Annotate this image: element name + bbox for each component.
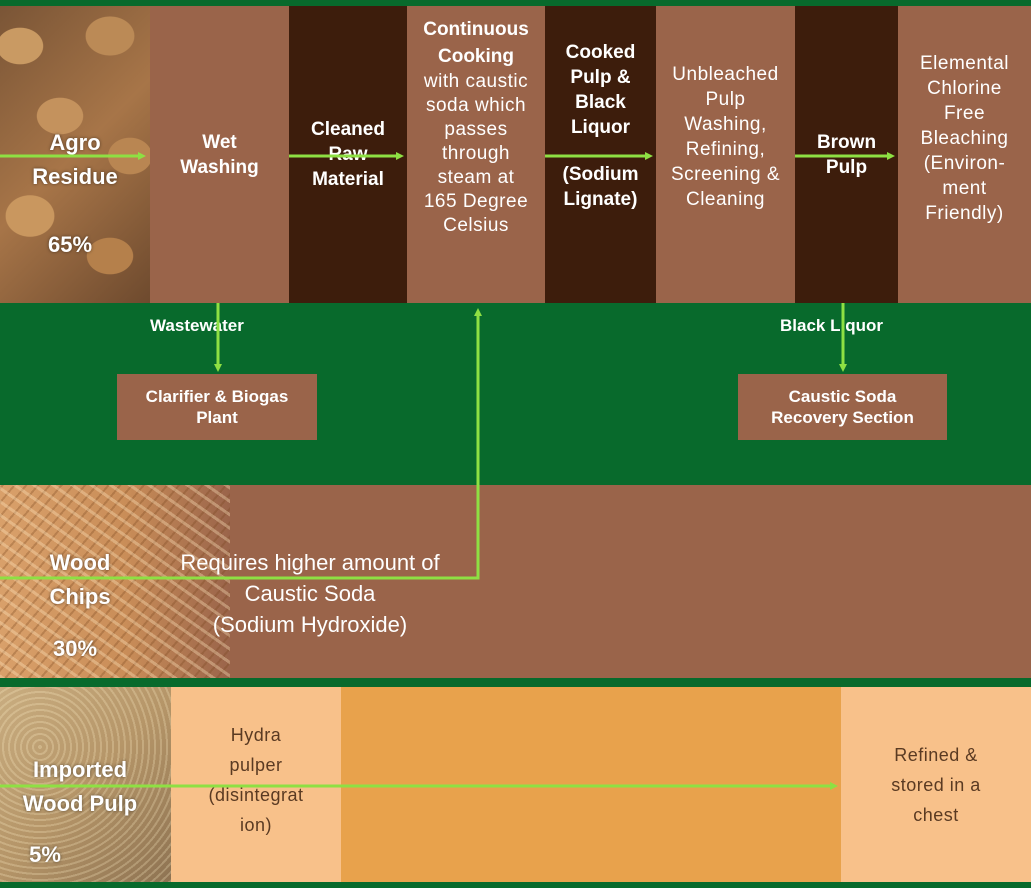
- ecf-bleaching-box: Elemental Chlorine Free Bleaching (Envir…: [898, 6, 1031, 303]
- wood-chips-label: Wood Chips: [49, 550, 111, 609]
- caustic-soda-recovery-box: Caustic Soda Recovery Section: [738, 374, 947, 440]
- wood-chips-photo: [0, 485, 230, 678]
- wastewater-label: Wastewater: [150, 316, 244, 335]
- refined-stored-box: Refined & stored in a chest: [841, 687, 1031, 882]
- wet-washing-box: Wet Washing: [150, 6, 289, 303]
- agro-residue-label: Agro Residue: [32, 130, 118, 189]
- arrow-wood-chips-to-cooking: [0, 308, 482, 580]
- continuous-cooking-box: Continuous Cooking with caustic soda whi…: [407, 6, 545, 303]
- continuous-cooking-title: Continuous Cooking: [423, 19, 529, 67]
- black-liquor-label: Black Liquor: [780, 316, 883, 335]
- wood-chips-note: Requires higher amount of Caustic Soda (…: [180, 550, 440, 637]
- imported-percent: 5%: [29, 842, 61, 867]
- cooked-pulp-text: Cooked Pulp & Black Liquor: [565, 42, 636, 138]
- sodium-lignate-text: (Sodium Lignate): [562, 164, 639, 210]
- imported-wood-pulp-label: Imported Wood Pulp: [22, 757, 138, 816]
- wood-chips-percent: 30%: [52, 636, 98, 661]
- continuous-cooking-text: with caustic soda which passes through s…: [423, 71, 529, 236]
- clarifier-biogas-box: Clarifier & Biogas Plant: [117, 374, 317, 440]
- agro-residue-percent: 65%: [47, 232, 93, 257]
- unbleached-pulp-box: Unbleached Pulp Washing, Refining, Scree…: [656, 6, 795, 303]
